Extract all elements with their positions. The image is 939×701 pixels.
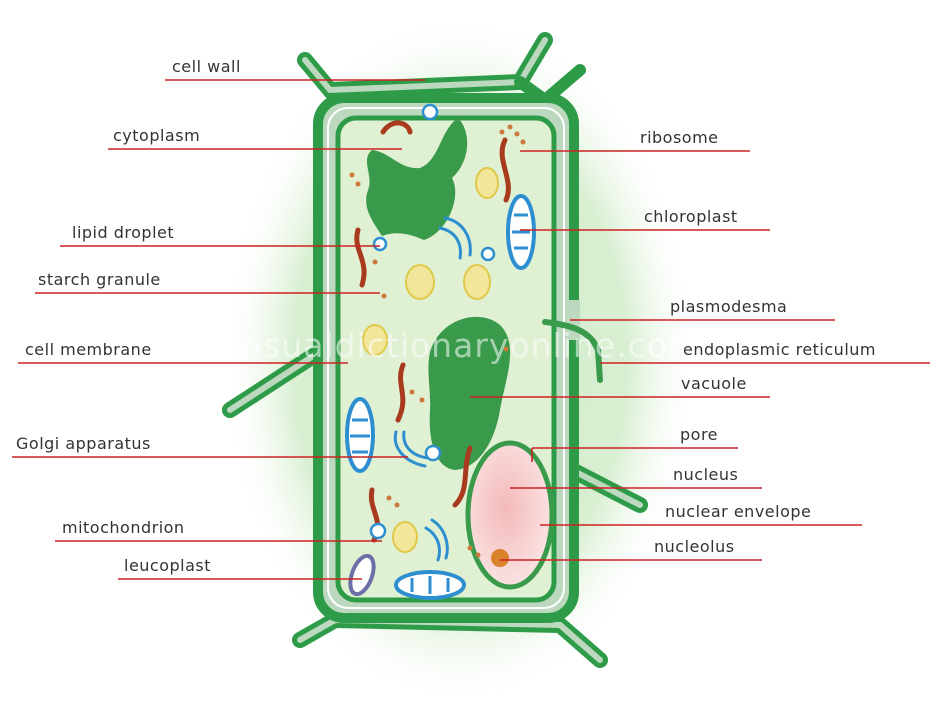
label-cell-membrane: cell membrane: [25, 341, 152, 359]
label-starch-granule: starch granule: [38, 271, 161, 289]
label-cytoplasm: cytoplasm: [113, 127, 200, 145]
nucleolus-shape: [491, 549, 509, 567]
label-nuclear-envelope: nuclear envelope: [665, 503, 811, 521]
label-cell-wall: cell wall: [172, 58, 241, 76]
label-nucleolus: nucleolus: [654, 538, 735, 556]
label-ribosome: ribosome: [640, 129, 719, 147]
label-endoplasmic-reticulum: endoplasmic reticulum: [683, 341, 876, 359]
label-leucoplast: leucoplast: [124, 557, 211, 575]
label-pore: pore: [680, 426, 718, 444]
label-chloroplast: chloroplast: [644, 208, 738, 226]
watermark: www.visualdictionaryonline.com: [140, 326, 701, 365]
nucleus-shape: [468, 443, 552, 587]
label-nucleus: nucleus: [673, 466, 738, 484]
label-lipid-droplet: lipid droplet: [72, 224, 174, 242]
label-plasmodesma: plasmodesma: [670, 298, 787, 316]
label-vacuole: vacuole: [681, 375, 747, 393]
label-golgi-apparatus: Golgi apparatus: [16, 435, 151, 453]
label-mitochondrion: mitochondrion: [62, 519, 185, 537]
